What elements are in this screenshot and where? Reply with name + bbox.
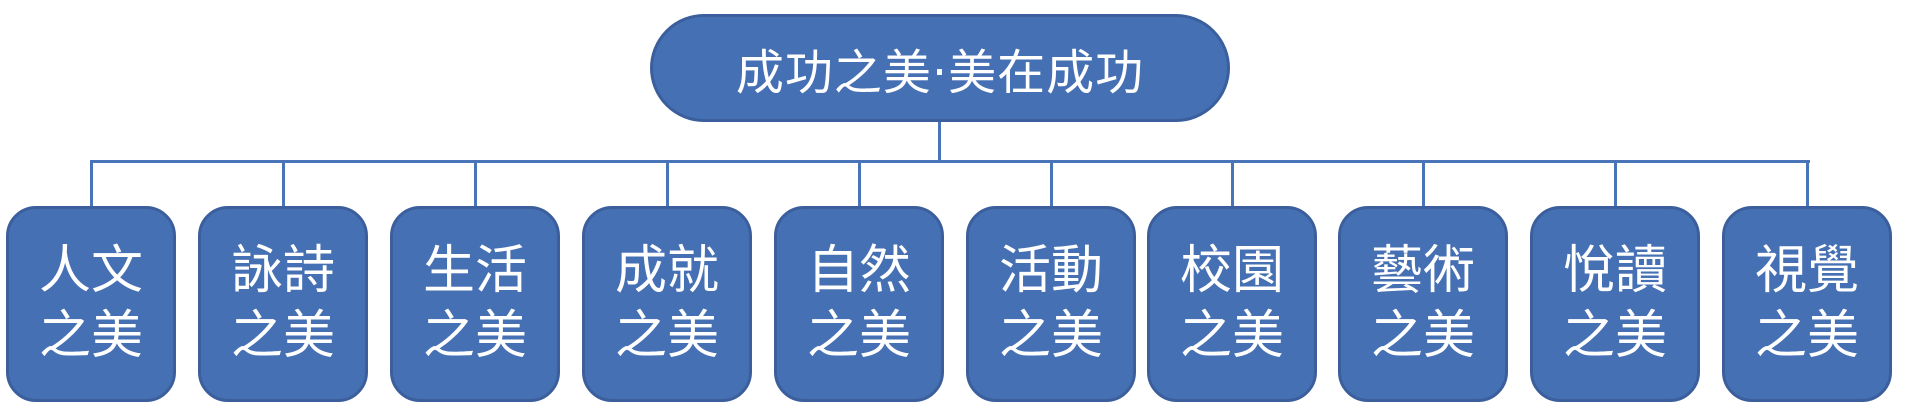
child-node-label-line2: 之美: [230, 306, 335, 366]
child-node-label-line2: 之美: [806, 306, 911, 366]
horizontal-bus-connector: [90, 160, 1810, 163]
child-node-arts: 藝術 之美: [1338, 206, 1508, 402]
child-node-label-line2: 之美: [1562, 306, 1667, 366]
child-node-label-line1: 人文: [38, 241, 143, 301]
child-node-humanities: 人文 之美: [6, 206, 176, 402]
child-node-nature: 自然 之美: [774, 206, 944, 402]
child-node-life: 生活 之美: [390, 206, 560, 402]
child-drop-connector: [1422, 160, 1425, 208]
child-drop-connector: [1614, 160, 1617, 208]
child-node-label-line1: 悅讀: [1562, 241, 1667, 301]
child-drop-connector: [1050, 160, 1053, 208]
child-node-reading: 悅讀 之美: [1530, 206, 1700, 402]
child-drop-connector: [282, 160, 285, 208]
child-node-label-line2: 之美: [422, 306, 527, 366]
child-node-label-line1: 生活: [422, 241, 527, 301]
child-node-label-line2: 之美: [614, 306, 719, 366]
child-node-label-line1: 校園: [1179, 241, 1284, 301]
child-node-label-line2: 之美: [998, 306, 1103, 366]
child-drop-connector: [1231, 160, 1234, 208]
root-node: 成功之美·美在成功: [650, 14, 1230, 122]
child-drop-connector: [666, 160, 669, 208]
child-node-label-line1: 詠詩: [230, 241, 335, 301]
child-drop-connector: [90, 160, 93, 208]
child-node-label-line2: 之美: [1179, 306, 1284, 366]
child-drop-connector: [858, 160, 861, 208]
child-node-label-line1: 活動: [998, 241, 1103, 301]
child-node-visual: 視覺 之美: [1722, 206, 1892, 402]
child-node-label-line1: 成就: [614, 241, 719, 301]
root-stem-connector: [938, 122, 941, 162]
child-drop-connector: [474, 160, 477, 208]
child-node-achievement: 成就 之美: [582, 206, 752, 402]
child-node-label-line2: 之美: [38, 306, 143, 366]
child-node-activities: 活動 之美: [966, 206, 1136, 402]
child-node-label-line1: 視覺: [1754, 241, 1859, 301]
child-drop-connector: [1806, 160, 1809, 208]
root-node-label: 成功之美·美在成功: [735, 45, 1145, 101]
child-node-label-line1: 自然: [806, 241, 911, 301]
child-node-campus: 校園 之美: [1147, 206, 1317, 402]
child-node-label-line2: 之美: [1370, 306, 1475, 366]
child-node-poetry: 詠詩 之美: [198, 206, 368, 402]
child-node-label-line1: 藝術: [1370, 241, 1475, 301]
child-node-label-line2: 之美: [1754, 306, 1859, 366]
